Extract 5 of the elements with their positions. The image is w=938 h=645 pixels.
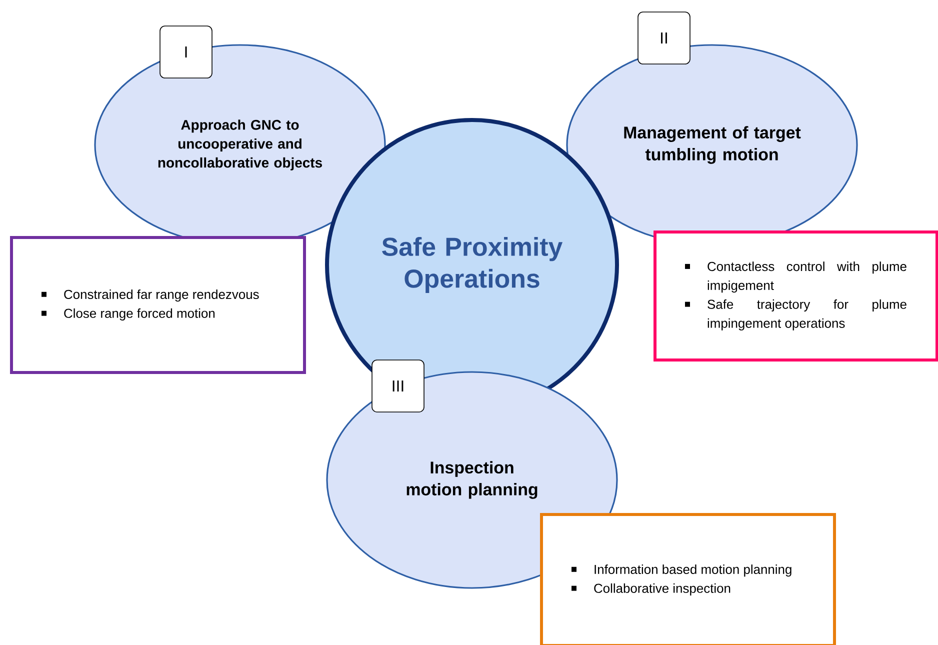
numeral-box: II	[638, 12, 690, 64]
bullet-list-box: Information based motion planning Collaborative inspection	[540, 513, 836, 645]
numeral-box: I	[160, 26, 212, 78]
bullet-list-box: Constrained far range rendezvous Close range forced motion	[10, 236, 306, 374]
bullet-list-box: Contactless control with plume impigement Safe trajectory for plume impingement operations	[654, 230, 938, 362]
